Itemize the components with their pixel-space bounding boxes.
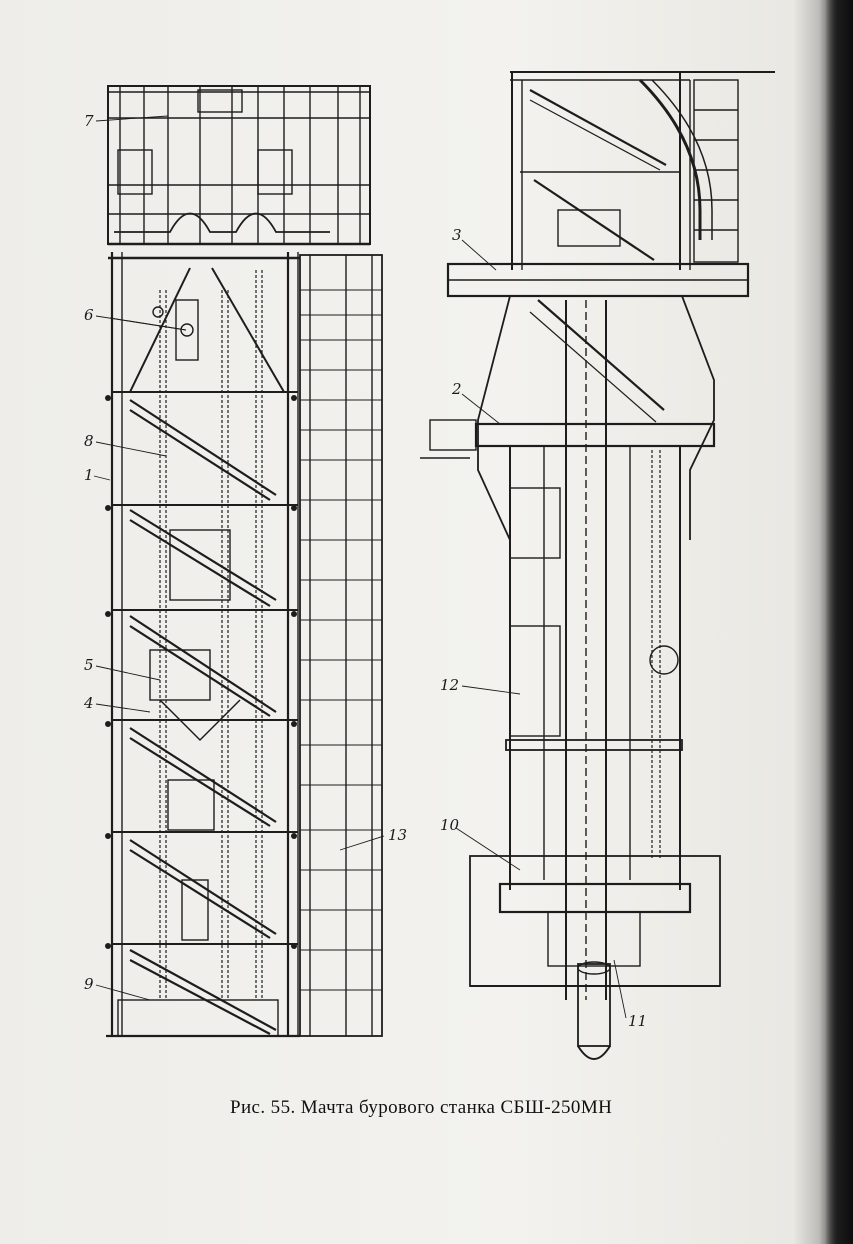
callout-9: 9: [84, 975, 94, 993]
callout-2: 2: [452, 380, 462, 398]
callout-12: 12: [440, 676, 460, 694]
figure-caption: Рис. 55. Мачта бурового станка СБШ-250МН: [230, 1097, 613, 1118]
callout-13: 13: [388, 826, 408, 844]
callout-3: 3: [452, 226, 462, 244]
callout-10: 10: [440, 816, 460, 834]
callout-11: 11: [628, 1012, 648, 1030]
callout-1: 1: [84, 466, 94, 484]
left-mast-view: [105, 85, 383, 1038]
callout-7: 7: [84, 112, 94, 130]
callout-leaders: [93, 115, 627, 1019]
callout-6: 6: [84, 306, 94, 324]
callout-8: 8: [84, 432, 94, 450]
callout-4: 4: [84, 694, 94, 712]
right-mast-view: [420, 71, 775, 1060]
callout-5: 5: [84, 656, 94, 674]
page-binding-shadow: [825, 0, 853, 1244]
